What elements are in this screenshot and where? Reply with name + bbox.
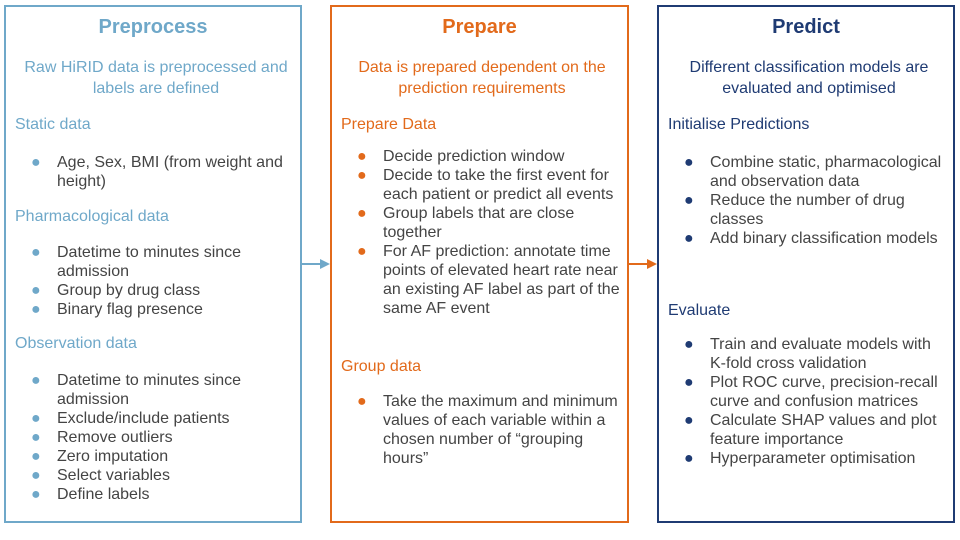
bullet-icon: ● — [684, 230, 694, 247]
list-item: ●Binary flag presence — [31, 301, 203, 318]
list-item: ●Zero imputation — [31, 448, 169, 465]
prepare-box: Prepare Data is prepared dependent on th… — [330, 5, 629, 523]
bullet-icon: ● — [31, 467, 41, 484]
arrow-prepare-to-predict — [629, 259, 657, 269]
predict-box: Predict Different classification models … — [657, 5, 955, 523]
list-item: ●Calculate SHAP values and plot feature … — [684, 412, 937, 448]
prepare-title: Prepare — [442, 16, 517, 38]
prepare-subtitle: Data is prepared dependent on the predic… — [358, 59, 606, 97]
bullet-icon: ● — [357, 148, 367, 165]
list-item: ●Define labels — [31, 486, 150, 503]
initialise-predictions-heading: Initialise Predictions — [668, 116, 810, 133]
bullet-icon: ● — [357, 205, 367, 222]
evaluate-heading: Evaluate — [668, 302, 731, 319]
pharmacological-data-heading: Pharmacological data — [15, 208, 169, 225]
evaluate-list: ●Train and evaluate models with K-fold c… — [659, 335, 947, 468]
bullet-icon: ● — [684, 374, 694, 391]
predict-subtitle: Different classification models are eval… — [689, 59, 929, 97]
list-item: ●For AF prediction: annotate time points… — [357, 243, 620, 317]
list-item: ●Decide to take the first event for each… — [357, 167, 614, 203]
list-item: ●Age, Sex, BMI (from weight and height) — [31, 154, 283, 190]
arrow-preprocess-to-prepare — [302, 259, 330, 269]
bullet-icon: ● — [357, 393, 367, 410]
bullet-icon: ● — [31, 410, 41, 427]
bullet-icon: ● — [684, 412, 694, 429]
bullet-icon: ● — [31, 154, 41, 171]
preprocess-subtitle: Raw HiRID data is preprocessed and label… — [24, 59, 288, 97]
prepare-data-heading: Prepare Data — [341, 116, 437, 133]
bullet-icon: ● — [31, 282, 41, 299]
list-item: ●Remove outliers — [31, 429, 173, 446]
list-item: ●Reduce the number of drug classes — [684, 192, 905, 228]
preprocess-title: Preprocess — [98, 16, 208, 38]
observation-data-list: ●Datetime to minutes since admission ●Ex… — [6, 371, 294, 504]
predict-title: Predict — [772, 16, 840, 38]
bullet-icon: ● — [357, 243, 367, 260]
list-item: ●Hyperparameter optimisation — [684, 450, 916, 467]
bullet-icon: ● — [31, 372, 41, 389]
preprocess-box: Preprocess Raw HiRID data is preprocesse… — [4, 5, 302, 523]
list-item: ●Exclude/include patients — [31, 410, 230, 427]
list-item: ●Plot ROC curve, precision-recall curve … — [684, 374, 938, 410]
group-data-list: ●Take the maximum and minimum values of … — [332, 392, 621, 468]
bullet-icon: ● — [357, 167, 367, 184]
bullet-icon: ● — [31, 486, 41, 503]
list-item: ●Decide prediction window — [357, 148, 565, 165]
list-item: ●Datetime to minutes since admission — [31, 244, 242, 280]
bullet-icon: ● — [684, 336, 694, 353]
pharmacological-data-list: ●Datetime to minutes since admission ●Gr… — [6, 243, 294, 319]
list-item: ●Select variables — [31, 467, 170, 484]
bullet-icon: ● — [31, 429, 41, 446]
list-item: ●Add binary classification models — [684, 230, 938, 247]
initialise-predictions-list: ●Combine static, pharmacological and obs… — [659, 153, 947, 248]
list-item: ●Group by drug class — [31, 282, 201, 299]
bullet-icon: ● — [684, 154, 694, 171]
list-item: ●Group labels that are close together — [357, 205, 575, 241]
bullet-icon: ● — [31, 448, 41, 465]
bullet-icon: ● — [31, 244, 41, 261]
list-item: ●Combine static, pharmacological and obs… — [684, 154, 942, 190]
bullet-icon: ● — [684, 192, 694, 209]
list-item: ●Datetime to minutes since admission — [31, 372, 242, 408]
bullet-icon: ● — [684, 450, 694, 467]
bullet-icon: ● — [31, 301, 41, 318]
static-data-heading: Static data — [15, 116, 91, 133]
static-data-list: ●Age, Sex, BMI (from weight and height) — [6, 153, 294, 191]
prepare-data-list: ●Decide prediction window ●Decide to tak… — [332, 147, 621, 318]
list-item: ●Take the maximum and minimum values of … — [357, 393, 618, 467]
list-item: ●Train and evaluate models with K-fold c… — [684, 336, 931, 372]
group-data-heading: Group data — [341, 358, 422, 375]
observation-data-heading: Observation data — [15, 335, 137, 352]
